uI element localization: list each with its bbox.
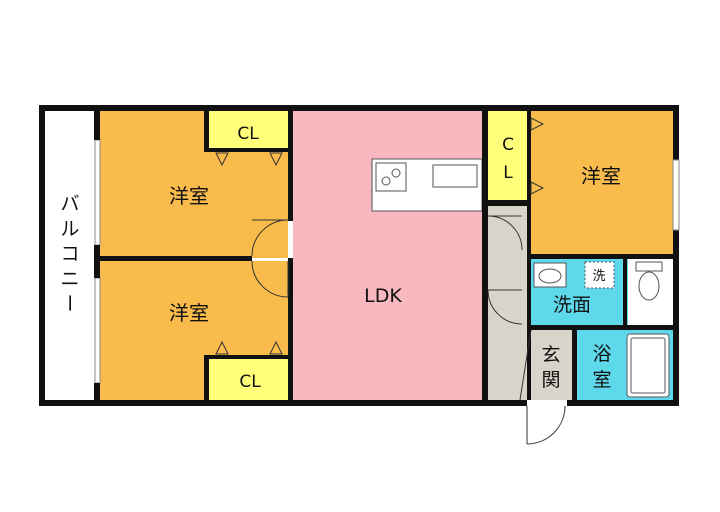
- balcony-char: コ: [60, 243, 79, 265]
- ldk-room: [293, 111, 482, 400]
- balcony-area: [44, 111, 95, 400]
- entrance-area: [531, 330, 572, 400]
- closet-top-left: [209, 111, 288, 150]
- western-room-bottom-left-label: 洋室: [169, 301, 209, 325]
- western-room-right-label: 洋室: [581, 164, 621, 188]
- balcony-char: ル: [60, 218, 79, 240]
- entrance-label-2: 関: [541, 369, 560, 391]
- washer-mark: [584, 261, 615, 289]
- closet-door-marks: [215, 117, 545, 355]
- walls: [39, 105, 679, 406]
- entrance-label-1: 玄: [541, 344, 560, 366]
- bathroom-label-2: 室: [592, 369, 611, 391]
- western-room-right: [531, 111, 673, 254]
- closet-right-label-c: C: [502, 135, 514, 155]
- right-window: [672, 159, 680, 231]
- washroom-label: 洗面: [553, 294, 591, 316]
- balcony-label: バ ル コ ニ ー: [58, 193, 80, 313]
- bathroom-label-1: 浴: [592, 343, 611, 365]
- corridor: [488, 206, 527, 400]
- entry-door-opening: [527, 400, 567, 406]
- toilet-icon: [628, 259, 673, 325]
- closet-bottom-left-label: CL: [239, 372, 261, 392]
- balcony-char: ニ: [60, 268, 79, 290]
- closet-right-label-l: L: [503, 163, 513, 183]
- balcony-char: バ: [60, 193, 79, 215]
- closet-right: [488, 111, 528, 201]
- closet-bottom-left: [209, 358, 288, 400]
- western-room-top-left-label: 洋室: [169, 184, 209, 208]
- ldk-label: LDK: [364, 285, 402, 307]
- door-swings: [251, 215, 566, 445]
- wash-basin-icon: [533, 262, 567, 288]
- balcony-char: ー: [58, 293, 80, 312]
- bathtub-icon: [626, 333, 670, 398]
- washer-mark-label: 洗: [592, 269, 605, 284]
- closet-top-left-label: CL: [237, 124, 259, 144]
- kitchen-counter: [371, 158, 483, 212]
